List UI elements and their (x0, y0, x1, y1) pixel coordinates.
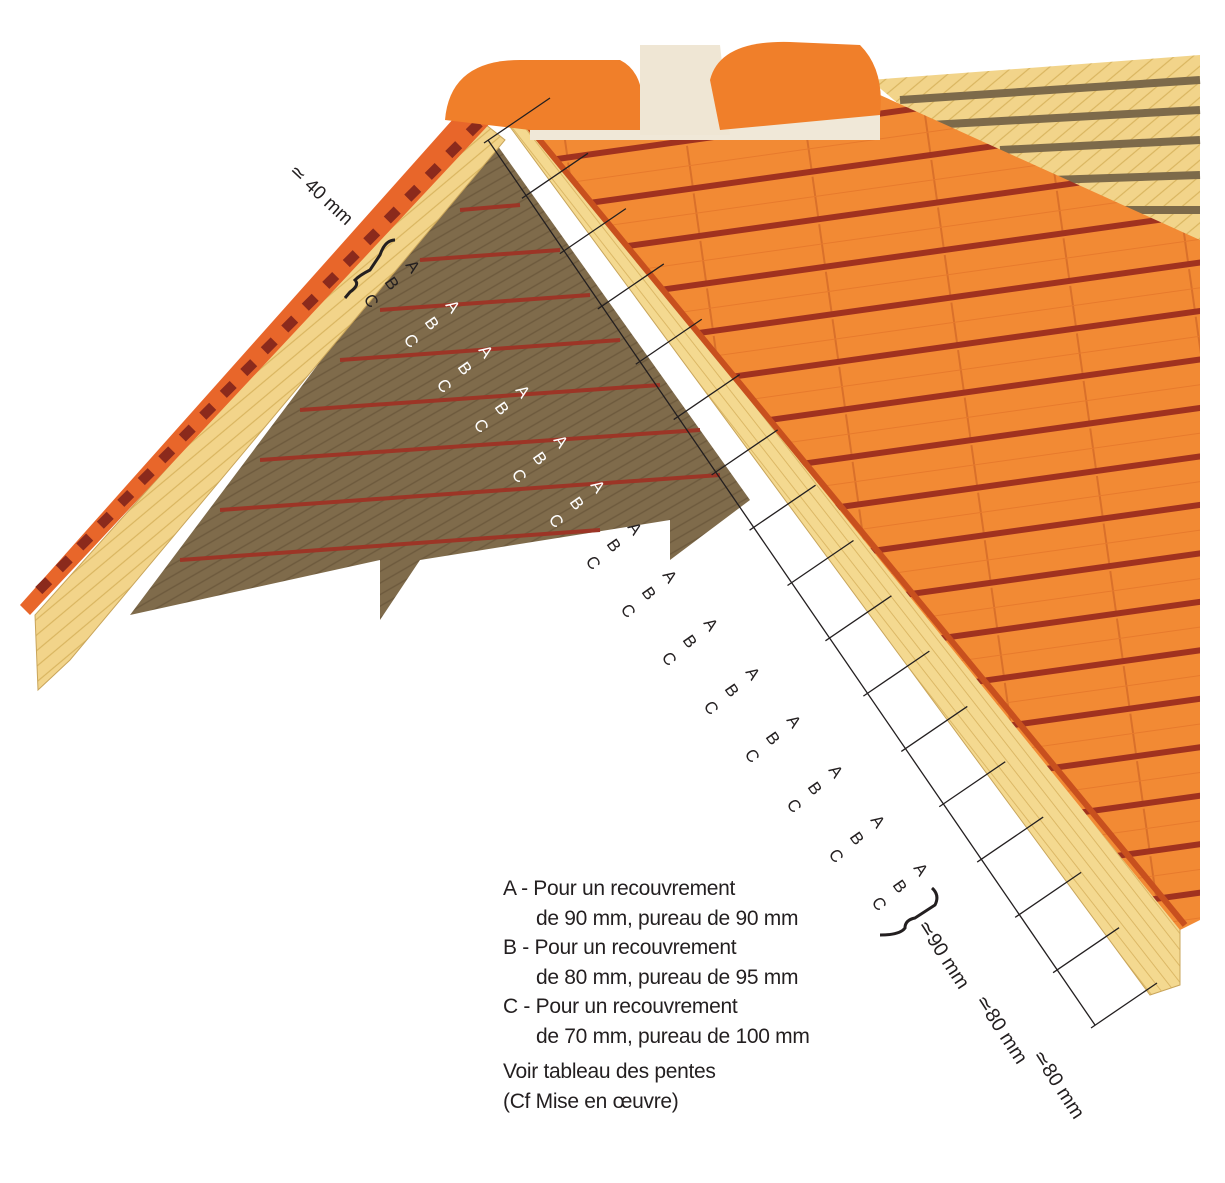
tile-nib (445, 141, 463, 159)
dimension-label-3: ≃80 mm (1028, 1046, 1089, 1123)
gauge-label-a: A (700, 614, 722, 635)
gauge-tick (673, 374, 741, 421)
legend-a-line1: A - Pour un recouvrement (503, 877, 736, 900)
gauge-label-b: B (638, 583, 660, 603)
gauge-label-b: B (846, 828, 868, 848)
gauge-tick (635, 318, 703, 365)
gauge-label-a: A (867, 811, 889, 832)
gauge-label-b: B (721, 680, 743, 700)
tile-nib (199, 402, 217, 420)
gauge-label-a: A (825, 761, 847, 782)
gauge-tick (1090, 982, 1158, 1029)
gauge-label-c: C (825, 845, 848, 866)
dimension-label-2: ≃80 mm (971, 991, 1032, 1068)
gauge-tick (483, 97, 551, 144)
tile-nib (178, 424, 196, 442)
tile-nib (260, 337, 278, 355)
tile-nib (281, 315, 299, 333)
gauge-label-c: C (658, 648, 681, 669)
left-bracket (343, 238, 396, 299)
gauge-tick (559, 208, 627, 255)
tile-nib (55, 555, 73, 573)
gauge-tick (521, 152, 589, 199)
tile-nib (404, 184, 422, 202)
legend: A - Pour un recouvrement de 90 mm, purea… (503, 874, 810, 1116)
legend-b-line1: B - Pour un recouvrement (503, 936, 737, 959)
gauge-label-c: C (582, 552, 605, 573)
tile-nib (240, 359, 258, 377)
gauge-label-b: B (679, 631, 701, 651)
gauge-label-a: A (910, 859, 932, 880)
interior-tile-rows (179, 203, 721, 562)
left-roof-tiles (20, 100, 495, 615)
tile-nib (383, 206, 401, 224)
tile-nib (158, 446, 176, 464)
gauge-label-b: B (603, 535, 625, 555)
roof-edge (512, 108, 1188, 927)
legend-c-line1: C - Pour un recouvrement (503, 995, 738, 1018)
gauge-tick (863, 650, 930, 697)
gauge-tick (900, 705, 968, 752)
gauge-label-b: B (889, 876, 911, 896)
tile-nib (363, 228, 381, 246)
gauge-measurement-lines (483, 97, 1158, 1029)
tile-nib (301, 293, 319, 311)
left-rafter (34, 119, 506, 692)
roof-interior (130, 135, 750, 620)
gauge-label-c: C (868, 893, 891, 914)
tile-nib (424, 162, 442, 180)
gauge-tick (787, 539, 854, 587)
tile-nib (342, 250, 360, 268)
dimension-label-1: ≃90 mm (913, 916, 974, 993)
legend-b-line2: de 80 mm, pureau de 95 mm (536, 965, 799, 989)
gauge-label-a: A (742, 663, 764, 684)
ridge-tile (445, 41, 881, 140)
legend-note-line1: Voir tableau des pentes (503, 1060, 716, 1083)
right-bracket (879, 886, 939, 937)
tile-nib (219, 380, 237, 398)
gauge-label-a: A (783, 711, 805, 732)
gauge-tick (976, 816, 1044, 863)
gauge-tick (1014, 871, 1082, 918)
gauge-tick (938, 761, 1006, 808)
gauge-label-c: C (617, 600, 640, 621)
gauge-tick (597, 263, 665, 310)
gauge-tick (1052, 927, 1120, 974)
gauge-label-a: A (659, 566, 681, 587)
tile-nib (96, 511, 114, 529)
gauge-tick (749, 484, 816, 531)
tile-nib (137, 468, 155, 486)
gauge-label-c: C (783, 795, 806, 816)
left-tile-steps: /* placeholder */ (35, 119, 483, 595)
legend-note-line2: (Cf Mise en œuvre) (503, 1089, 679, 1113)
legend-a-line2: de 90 mm, pureau de 90 mm (536, 906, 799, 930)
legend-c-line2: de 70 mm, pureau de 100 mm (536, 1024, 810, 1048)
ridge-dimension-label: ≃ 40 mm (285, 160, 357, 229)
tile-nib (35, 577, 53, 595)
tile-nib (322, 271, 340, 289)
gauge-tick (711, 429, 778, 476)
gauge-label-b: B (804, 778, 826, 798)
tile-nib (76, 533, 94, 551)
tile-nib (117, 489, 135, 507)
gauge-tick (825, 595, 892, 642)
gauge-label-c: C (700, 697, 723, 718)
right-roof-tiles (515, 95, 1200, 930)
gauge-label-b: B (762, 728, 784, 748)
gauge-label-c: C (741, 745, 764, 766)
